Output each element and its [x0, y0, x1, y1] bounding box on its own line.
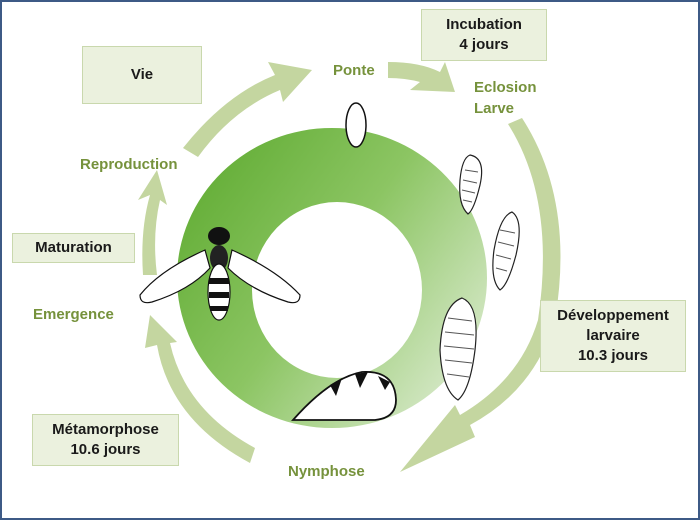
arrow-ponte-to-eclosion — [388, 62, 455, 92]
arrow-reproduction-to-ponte — [183, 62, 312, 157]
box-incubation: Incubation 4 jours — [421, 9, 547, 61]
box-metamorphose-duration: 10.6 jours — [70, 441, 141, 458]
stage-larve: Larve — [474, 100, 515, 117]
box-developpement: Développement larvaire 10.3 jours — [540, 300, 686, 372]
box-maturation-label: Maturation — [35, 239, 112, 256]
box-incubation-duration: 4 jours — [459, 36, 509, 53]
arrow-larve-to-nymphose — [400, 118, 561, 472]
box-developpement-title: Développement — [557, 307, 669, 324]
box-metamorphose: Métamorphose 10.6 jours — [32, 414, 179, 466]
stage-nymphose: Nymphose — [288, 463, 365, 480]
egg-icon — [345, 102, 367, 148]
cycle-ring — [176, 127, 488, 429]
arrow-maturation-to-reproduction — [138, 170, 167, 275]
larva-icon — [459, 154, 483, 215]
stage-emergence: Emergence — [33, 306, 114, 323]
arrow-metamorphose-to-emergence — [145, 315, 255, 463]
larva-icon — [439, 297, 477, 401]
box-vie: Vie — [82, 46, 202, 104]
box-metamorphose-title: Métamorphose — [52, 421, 159, 438]
stage-reproduction: Reproduction — [80, 156, 178, 173]
stage-ponte: Ponte — [333, 62, 375, 79]
box-vie-label: Vie — [130, 66, 154, 83]
fly-icon — [139, 227, 301, 321]
box-incubation-title: Incubation — [446, 16, 522, 33]
box-maturation: Maturation — [12, 233, 135, 263]
stage-eclosion: Eclosion — [474, 79, 537, 96]
box-developpement-duration: 10.3 jours — [577, 347, 649, 364]
larva-icon — [492, 211, 520, 291]
box-developpement-subtitle: larvaire — [586, 327, 640, 344]
pupa-icon — [291, 371, 397, 421]
